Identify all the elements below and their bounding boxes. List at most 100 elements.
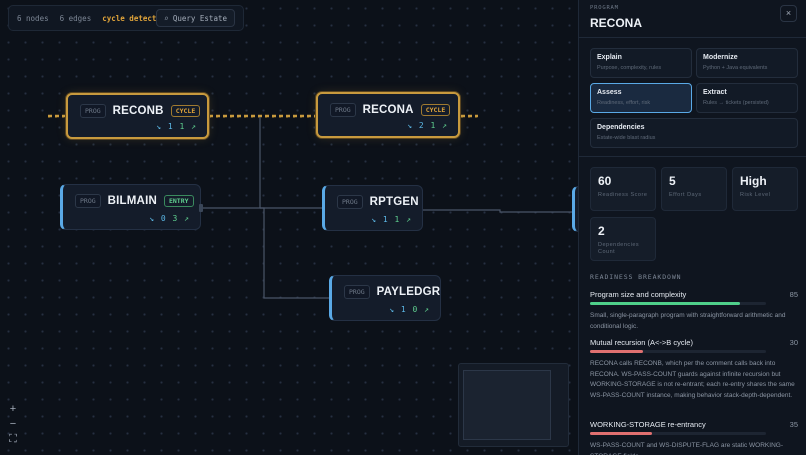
graph-node-reconb[interactable]: PROG RECONB CYCLE ↘ 1 1 ↗	[66, 93, 209, 139]
metric-value: 5	[669, 174, 676, 188]
out-count: 1	[394, 215, 401, 224]
breakdown-desc: WS-PASS-COUNT and WS-DISPUTE-FLAG are st…	[590, 442, 783, 455]
action-dependencies[interactable]: Dependencies Estate-wide blast radius	[590, 118, 798, 148]
node-kind-label: PROG	[330, 103, 356, 117]
fit-view-button[interactable]: ⛶	[9, 433, 17, 445]
in-count: 1	[167, 122, 174, 131]
action-explain[interactable]: Explain Purpose, complexity, rules	[590, 48, 692, 78]
action-label: Dependencies	[597, 124, 645, 131]
breakdown-desc: RECONA calls RECONB, which per the comme…	[590, 360, 795, 399]
graph-toolbar: 6 nodes 6 edges cycle detected ⌕ Query E…	[8, 5, 244, 31]
node-edge-counts: ↘ 1 1 ↗	[156, 122, 197, 131]
graph-node-offscreen[interactable]	[572, 186, 578, 232]
edge-bilmain-payledgr	[260, 207, 330, 299]
action-assess[interactable]: Assess Readiness, effort, risk	[590, 83, 692, 113]
query-estate-button[interactable]: ⌕ Query Estate	[155, 9, 235, 27]
breakdown-bar	[590, 350, 766, 353]
breakdown-score: 35	[789, 420, 798, 429]
action-label: Assess	[597, 89, 622, 96]
edge-count: 6 edges	[59, 13, 92, 23]
action-sub: Rules → tickets (persisted)	[703, 100, 769, 106]
arrow-up-right-icon: ↗	[442, 121, 448, 130]
node-kind-label: PROG	[80, 104, 106, 118]
zoom-controls: + − ⛶	[6, 403, 20, 446]
node-name: BILMAIN	[107, 195, 157, 207]
edge-rptgen-out	[422, 209, 578, 213]
breakdown-item: Mutual recursion (A<->B cycle) 30 RECONA…	[590, 338, 798, 401]
node-kind-label: PROG	[75, 194, 101, 208]
metric-value: High	[740, 174, 767, 188]
breakdown-score: 85	[789, 290, 798, 299]
metric-risk-level: High Risk Level	[732, 167, 798, 211]
metric-readiness-score: 60 Readiness Score	[590, 167, 656, 211]
cycle-badge: CYCLE	[420, 104, 451, 116]
action-sub: Readiness, effort, risk	[597, 100, 651, 106]
arrow-up-right-icon: ↗	[184, 214, 190, 223]
node-edge-counts: ↘ 2 1 ↗	[407, 121, 448, 130]
metric-label: Risk Level	[740, 192, 771, 198]
entry-badge: ENTRY	[163, 195, 194, 207]
breakdown-item: WORKING-STORAGE re-entrancy 35 WS-PASS-C…	[590, 420, 798, 455]
out-count: 1	[179, 122, 186, 131]
node-kind-label: PROG	[344, 285, 370, 299]
metric-value: 2	[598, 224, 605, 238]
arrow-up-right-icon: ↗	[406, 215, 412, 224]
action-sub: Estate-wide blast radius	[597, 135, 656, 141]
panel-title: RECONA	[590, 16, 643, 30]
minimap[interactable]	[458, 363, 569, 447]
metric-value: 60	[598, 174, 612, 188]
breakdown-bar-fill	[590, 302, 740, 305]
dependency-graph-canvas[interactable]: 6 nodes 6 edges cycle detected ⌕ Query E…	[0, 0, 578, 455]
node-kind-label: PROG	[337, 195, 363, 209]
metric-label: Dependencies Count	[598, 242, 640, 255]
action-sub: Python + Java equivalents	[703, 65, 768, 71]
panel-kicker: PROGRAM	[590, 5, 619, 11]
breakdown-bar	[590, 432, 766, 435]
out-count: 1	[430, 121, 437, 130]
arrow-up-right-icon: ↗	[191, 122, 197, 131]
breakdown-title: WORKING-STORAGE re-entrancy	[590, 420, 706, 429]
node-name: RECONA	[362, 104, 414, 116]
graph-node-recona[interactable]: PROG RECONA CYCLE ↘ 2 1 ↗	[316, 92, 460, 138]
readiness-breakdown-heading: READINESS BREAKDOWN	[590, 273, 682, 281]
action-label: Explain	[597, 54, 622, 61]
action-modernize[interactable]: Modernize Python + Java equivalents	[696, 48, 798, 78]
graph-node-rptgen[interactable]: PROG RPTGEN ↘ 1 1 ↗	[322, 185, 423, 231]
node-count: 6 nodes	[17, 13, 49, 23]
node-edge-counts: ↘ 0 3 ↗	[149, 214, 190, 223]
metric-label: Readiness Score	[598, 192, 648, 198]
arrow-up-right-icon: ↗	[424, 305, 430, 314]
breakdown-desc: Small, single-paragraph program with str…	[590, 312, 786, 330]
out-count: 0	[412, 305, 419, 314]
close-icon[interactable]: ×	[780, 5, 797, 22]
breakdown-bar	[590, 302, 766, 305]
cycle-status: cycle detected	[102, 13, 166, 23]
in-count: 1	[382, 215, 389, 224]
action-extract[interactable]: Extract Rules → tickets (persisted)	[696, 83, 798, 113]
graph-node-bilmain[interactable]: PROG BILMAIN ENTRY ↘ 0 3 ↗	[60, 184, 203, 230]
node-edge-counts: ↘ 1 1 ↗	[371, 215, 412, 224]
metric-label: Effort Days	[669, 192, 702, 198]
node-edge-counts: ↘ 1 0 ↗	[389, 305, 430, 314]
breakdown-title: Mutual recursion (A<->B cycle)	[590, 338, 693, 347]
out-count: 3	[172, 214, 179, 223]
divider	[579, 37, 806, 38]
minimap-viewport[interactable]	[463, 370, 551, 440]
in-count: 2	[418, 121, 425, 130]
node-name: RPTGEN	[369, 196, 419, 208]
zoom-out-button[interactable]: −	[9, 418, 17, 430]
action-sub: Purpose, complexity, rules	[597, 65, 662, 71]
metric-dependencies-count: 2 Dependencies Count	[590, 217, 656, 261]
node-output-handle[interactable]	[199, 204, 203, 212]
in-count: 0	[160, 214, 167, 223]
breakdown-score: 30	[789, 338, 798, 347]
cycle-badge: CYCLE	[170, 105, 201, 117]
divider	[579, 156, 806, 157]
breakdown-item: Program size and complexity 85 Small, si…	[590, 290, 798, 332]
graph-node-payledgr[interactable]: PROG PAYLEDGR ↘ 1 0 ↗	[329, 275, 441, 321]
zoom-in-button[interactable]: +	[9, 403, 17, 415]
in-count: 1	[400, 305, 407, 314]
action-label: Extract	[703, 89, 727, 96]
node-name: RECONB	[112, 105, 164, 117]
edge-bilmain-recon	[202, 117, 261, 209]
